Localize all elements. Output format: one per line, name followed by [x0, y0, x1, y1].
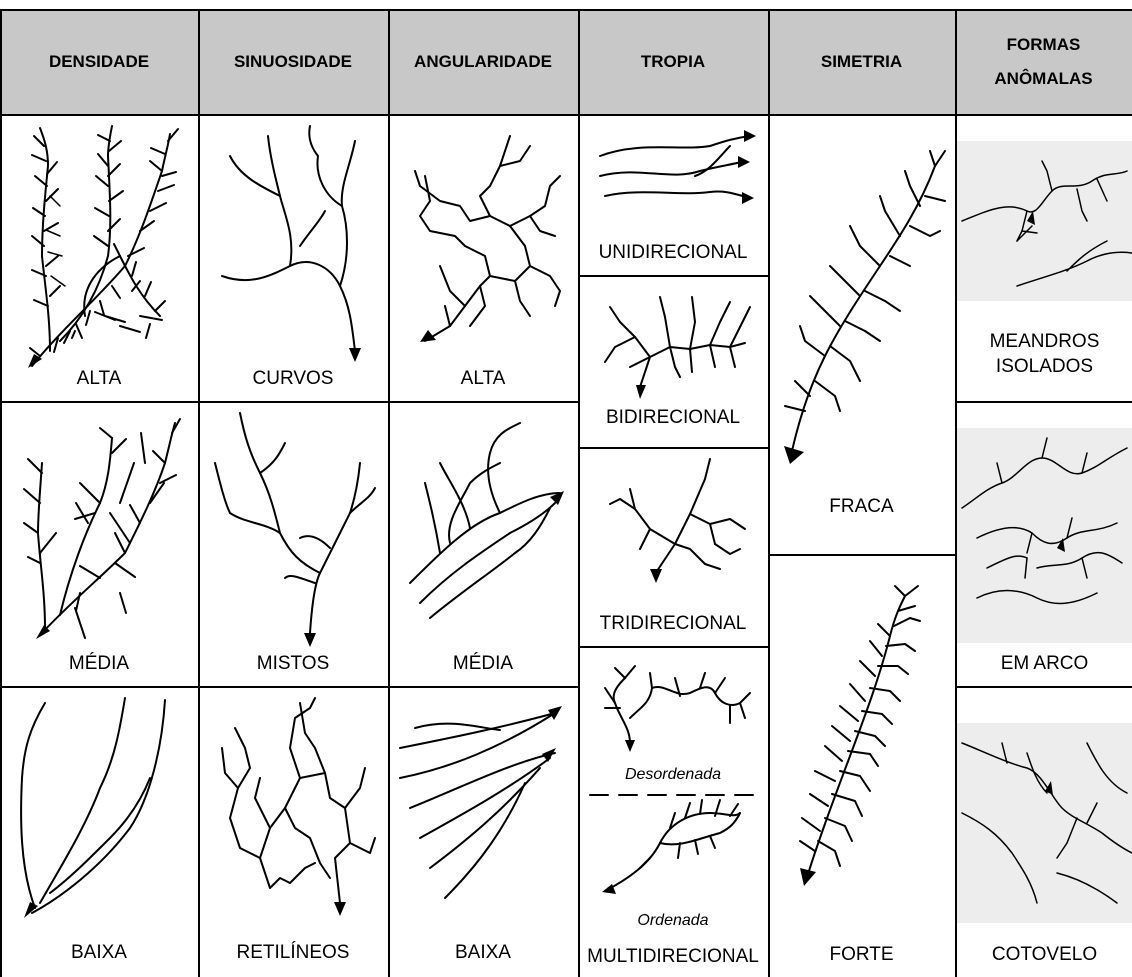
header-tropia-label: TROPIA: [641, 45, 705, 79]
grid-col-line-1: [198, 10, 200, 977]
cell-angularidade-alta: ALTA: [390, 116, 576, 401]
cell-tropia-tridirecional: TRIDIRECIONAL: [580, 449, 766, 646]
cell-angularidade-baixa: BAIXA: [390, 688, 576, 977]
label-densidade-alta: ALTA: [0, 368, 198, 390]
grid-line-row1-right: [955, 401, 1132, 403]
label-tropia-unidirecional: UNIDIRECIONAL: [580, 242, 766, 264]
header-formas-anomalas: FORMAS ANÔMALAS: [955, 10, 1132, 114]
cell-formas-cotovelo: COTOVELO: [957, 688, 1132, 977]
cell-sinuosidade-curvos: CURVOS: [200, 116, 386, 401]
header-sinuosidade-label: SINUOSIDADE: [234, 45, 352, 79]
header-densidade: DENSIDADE: [0, 10, 198, 114]
label-densidade-media: MÉDIA: [0, 653, 198, 675]
drainage-drawing-elbow: [957, 723, 1132, 923]
grid-line-row1: [0, 401, 578, 403]
drainage-drawing-low: [0, 688, 198, 977]
drainage-drawing-dense: [0, 116, 198, 401]
label-densidade-baixa: BAIXA: [0, 942, 198, 964]
header-sinuosidade: SINUOSIDADE: [198, 10, 388, 114]
drainage-drawing-low-angularity: [390, 688, 576, 977]
grid-line-tropia-1: [578, 275, 768, 277]
header-simetria-label: SIMETRIA: [821, 45, 902, 79]
label-tropia-bidirecional: BIDIRECIONAL: [580, 407, 766, 429]
cell-angularidade-media: MÉDIA: [390, 403, 576, 686]
label-angularidade-media: MÉDIA: [390, 653, 576, 675]
photo-em-arco: [957, 428, 1132, 643]
grid-col-line-2: [388, 10, 390, 977]
grid-line-tropia-2: [578, 447, 768, 449]
label-angularidade-alta: ALTA: [390, 368, 576, 390]
label-meandros-line1: MEANDROS: [957, 331, 1132, 353]
photo-cotovelo: [957, 723, 1132, 923]
drainage-drawing-arc: [957, 428, 1132, 643]
grid-line-top: [0, 9, 1132, 11]
cell-formas-meandros: MEANDROS ISOLADOS: [957, 116, 1132, 401]
drainage-drawing-medium: [0, 403, 198, 686]
grid-col-line-4: [768, 10, 770, 977]
label-em-arco: EM ARCO: [957, 653, 1132, 675]
label-tropia-tridirecional: TRIDIRECIONAL: [580, 613, 766, 635]
grid-col-line-3: [578, 10, 580, 977]
grid-line-row2-right: [955, 686, 1132, 688]
grid-col-line-0: [0, 10, 2, 977]
cell-densidade-media: MÉDIA: [0, 403, 198, 686]
label-tropia-multidirecional: MULTIDIRECIONAL: [580, 946, 766, 968]
photo-meandros: [957, 141, 1132, 301]
drainage-drawing-curved: [200, 116, 386, 401]
label-tropia-ordenada: Ordenada: [580, 912, 766, 930]
label-sinuosidade-retilineos: RETILÍNEOS: [200, 942, 386, 964]
grid-line-header-bottom: [0, 114, 1132, 116]
cell-simetria-fraca: FRACA: [770, 116, 953, 554]
drainage-drawing-straight: [200, 688, 386, 977]
cell-simetria-forte: FORTE: [770, 556, 953, 977]
grid-line-simetria: [768, 554, 955, 556]
grid-line-row2: [0, 686, 578, 688]
label-tropia-desordenada: Desordenada: [580, 766, 766, 784]
header-angularidade: ANGULARIDADE: [388, 10, 578, 114]
label-sinuosidade-mistos: MISTOS: [200, 653, 386, 675]
drainage-drawing-high-angularity: [390, 116, 576, 401]
header-simetria: SIMETRIA: [768, 10, 955, 114]
header-formas-line1: FORMAS: [1007, 28, 1081, 62]
cell-sinuosidade-retilineos: RETILÍNEOS: [200, 688, 386, 977]
label-cotovelo: COTOVELO: [957, 944, 1132, 966]
header-tropia: TROPIA: [578, 10, 768, 114]
grid-col-line-5: [955, 10, 957, 977]
header-densidade-label: DENSIDADE: [49, 45, 149, 79]
drainage-drawing-isolated-meanders: [957, 141, 1132, 301]
cell-tropia-multidirecional: Desordenada Ordenada MULTIDIRECIONAL: [580, 648, 766, 977]
cell-sinuosidade-mistos: MISTOS: [200, 403, 386, 686]
header-angularidade-label: ANGULARIDADE: [414, 45, 552, 79]
label-meandros-line2: ISOLADOS: [957, 356, 1132, 378]
cell-formas-em-arco: EM ARCO: [957, 403, 1132, 686]
cell-tropia-unidirecional: UNIDIRECIONAL: [580, 116, 766, 275]
drainage-drawing-mixed: [200, 403, 386, 686]
header-formas-line2: ANÔMALAS: [994, 62, 1092, 96]
label-simetria-forte: FORTE: [770, 944, 953, 966]
label-angularidade-baixa: BAIXA: [390, 942, 576, 964]
cell-tropia-bidirecional: BIDIRECIONAL: [580, 277, 766, 447]
drainage-drawing-weak-symmetry: [770, 116, 953, 554]
cell-densidade-alta: ALTA: [0, 116, 198, 401]
grid-line-tropia-3: [578, 646, 768, 648]
label-simetria-fraca: FRACA: [770, 496, 953, 518]
drainage-drawing-strong-symmetry: [770, 556, 953, 977]
label-sinuosidade-curvos: CURVOS: [200, 368, 386, 390]
drainage-drawing-medium-angularity: [390, 403, 576, 686]
cell-densidade-baixa: BAIXA: [0, 688, 198, 977]
